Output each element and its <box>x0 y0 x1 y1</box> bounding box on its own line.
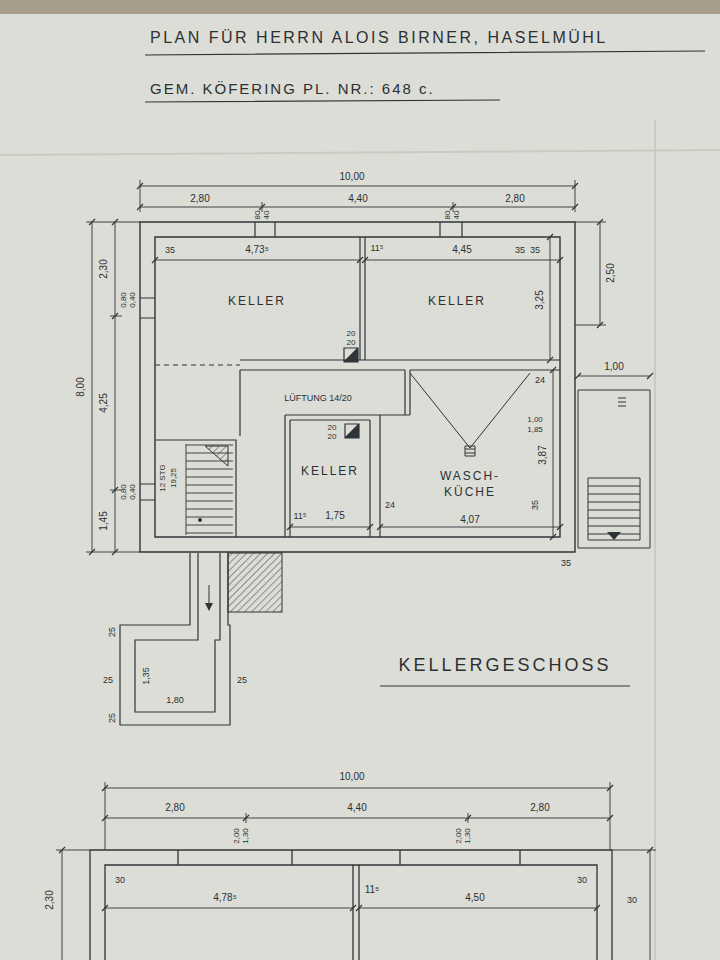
parcel-note: GEM. KÖFERING PL. NR.: 648 c. <box>150 81 435 96</box>
dimension-text: 40 <box>453 211 461 220</box>
dimension-text: 4,25 <box>99 393 109 412</box>
dimension-text: 0,80 <box>120 484 128 500</box>
hatched-block <box>228 553 282 612</box>
dimension-text: 80 <box>444 211 452 220</box>
dimension-text: 12 STG <box>159 464 167 492</box>
plan-title: PLAN FÜR HERRN ALOIS BIRNER, HASELMÜHL <box>150 30 608 46</box>
window-mark <box>140 222 462 500</box>
stair-arrow <box>607 532 621 540</box>
dimension-text: 2,00 <box>455 828 463 844</box>
dimension-text: 1,80 <box>166 696 184 705</box>
outer-wall <box>140 222 575 552</box>
dimension-text: 20 <box>328 424 337 432</box>
dimension-text: 11⁵ <box>365 885 380 895</box>
dashed-line <box>155 365 240 366</box>
dimension-text: 80 <box>254 211 262 220</box>
floor-heading: KELLERGESCHOSS <box>398 656 611 674</box>
dimension-text: 2,30 <box>99 259 109 278</box>
room-name: KELLER <box>428 294 486 310</box>
dimension-text: 1,00 <box>527 416 543 424</box>
dimension-text: 2,80 <box>530 803 549 813</box>
dimension-text: 2,00 <box>233 828 241 844</box>
dimension-text: 35 <box>561 559 571 568</box>
dimension-text: 3,25 <box>535 290 545 309</box>
dimension-text: 40 <box>263 211 271 220</box>
dimension-text: 30 <box>627 896 637 905</box>
dimension-text: 11⁵ <box>293 512 306 521</box>
inner-wall <box>155 237 560 537</box>
dimension-text: 20 <box>347 330 356 338</box>
dimension-text: 1,45 <box>99 511 109 530</box>
light-well <box>120 553 230 725</box>
dimension-text: 4,40 <box>347 803 366 813</box>
underline <box>145 51 705 686</box>
dimension-text: 4,50 <box>465 893 484 903</box>
dimension-text: 0,40 <box>129 484 137 500</box>
dimension-text: 0,80 <box>120 292 128 308</box>
well-arrow-shaft <box>209 585 210 604</box>
dimension-text: 4,78⁵ <box>213 893 237 903</box>
dimension-text: 30 <box>577 876 587 885</box>
dimension-text: 25 <box>237 676 247 685</box>
table-edge <box>0 0 720 14</box>
dimension-text: 11⁵ <box>370 244 383 253</box>
dimension-text: 4,07 <box>460 515 479 525</box>
dimension-text: LÜFTUNG 14/20 <box>284 394 352 403</box>
dimension-text: 10,00 <box>339 772 364 782</box>
dimension-text: 1,30 <box>464 828 472 844</box>
dimension-text: 35 <box>530 246 540 255</box>
dimension-text: 2,80 <box>190 194 209 204</box>
outside-stair <box>578 390 650 548</box>
dimension-text: 1,00 <box>604 362 623 372</box>
dimension-text: 8,00 <box>76 377 86 396</box>
dimension-text: 1,75 <box>325 511 344 521</box>
room-name: KELLER <box>228 294 286 310</box>
dimension-line <box>86 180 650 552</box>
dimension-text: 25 <box>103 676 113 685</box>
well-arrow-head <box>205 603 213 611</box>
stair-treads <box>186 444 233 535</box>
dimension-text: 35 <box>165 246 175 255</box>
room-name: WASCH- KÜCHE <box>440 469 500 500</box>
dimension-text: 4,73⁵ <box>245 245 269 255</box>
dimension-tick <box>59 785 653 911</box>
dimension-text: 25 <box>108 713 117 723</box>
dimension-text: 4,45 <box>452 245 471 255</box>
ceiling-lamp <box>410 373 530 456</box>
stair-dot <box>198 518 202 522</box>
dimension-text: 1,35 <box>142 667 151 685</box>
dimension-text: 20 <box>347 339 356 347</box>
dimension-text: 3,87 <box>538 445 548 464</box>
dimension-tick <box>89 183 653 555</box>
stair-hatch <box>205 446 228 466</box>
room: KELLER <box>365 237 560 360</box>
dimension-text: 2,30 <box>45 890 55 909</box>
dimension-text: 0,40 <box>129 292 137 308</box>
dimension-text: 19,25 <box>170 468 178 488</box>
dimension-text: 1,85 <box>527 426 543 434</box>
paper-fold <box>0 120 720 960</box>
dimension-text: 4,40 <box>348 194 367 204</box>
dimension-text: 30 <box>115 876 125 885</box>
upper-floor-wall <box>90 850 612 960</box>
dimension-text: 25 <box>108 627 117 637</box>
room: KELLER <box>155 237 360 360</box>
dimension-text: 2,80 <box>505 194 524 204</box>
dimension-text: 24 <box>385 501 395 510</box>
room: WASCH- KÜCHE <box>380 370 560 537</box>
dimension-text: 2,80 <box>165 803 184 813</box>
dimension-text: 24 <box>535 376 545 385</box>
dimension-line <box>56 782 656 960</box>
dimension-text: 35 <box>531 500 540 510</box>
dimension-text: 10,00 <box>339 172 364 182</box>
room-name: KELLER <box>301 464 359 480</box>
dimension-text: 20 <box>328 433 337 441</box>
dimension-text: 2,50 <box>606 263 616 282</box>
dimension-text: 1,30 <box>242 828 250 844</box>
dimension-text: 35 <box>515 246 525 255</box>
room: KELLER <box>290 420 370 537</box>
